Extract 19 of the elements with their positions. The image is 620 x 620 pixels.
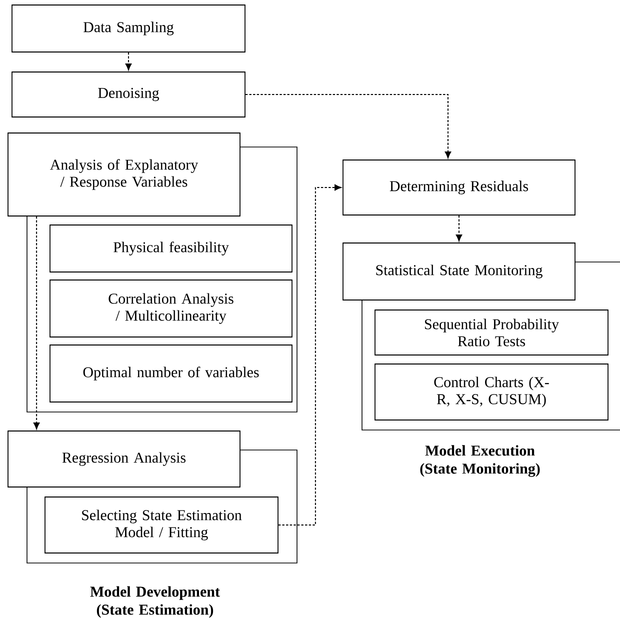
arrow (125, 52, 132, 70)
process-box: Determining Residuals (342, 160, 576, 216)
arrow (278, 184, 342, 526)
section-caption: Model Development (State Estimation) (90, 586, 220, 618)
process-box: Selecting State Estimation Model / Fitting (44, 496, 278, 554)
process-box: Data Sampling (12, 4, 246, 52)
arrow (34, 216, 40, 430)
process-box: Analysis of Explanatory / Response Variables (8, 132, 240, 216)
arrow (244, 94, 452, 158)
process-box: Physical feasibility (50, 224, 292, 272)
process-box: Optimal number of variables (50, 344, 292, 402)
process-box: Sequential Probability Ratio Tests (374, 310, 608, 356)
process-box: Regression Analysis (8, 430, 240, 488)
process-box: Correlation Analysis / Multicollinearity (50, 280, 292, 338)
section-caption: Model Execution (State Monitoring) (420, 445, 540, 477)
process-box: Denoising (12, 72, 246, 118)
process-box: Control Charts (X-R, X-S, CUSUM) (374, 364, 608, 420)
arrow (456, 214, 462, 242)
process-box: Statistical State Monitoring (342, 242, 576, 300)
